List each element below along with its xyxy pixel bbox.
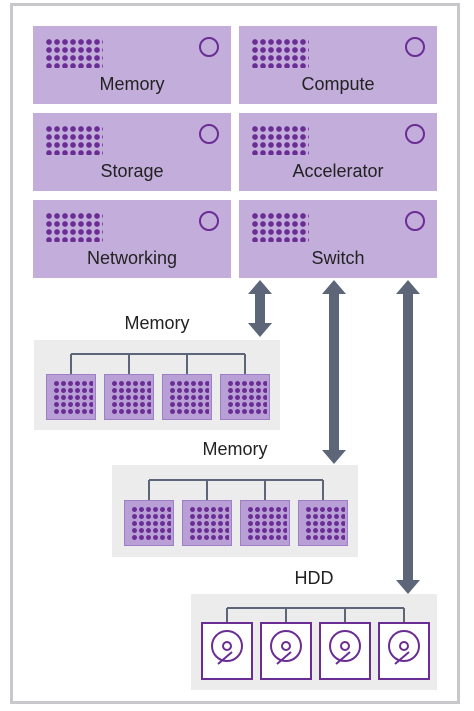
port-grid-icon bbox=[45, 125, 103, 155]
rack-label: Storage bbox=[100, 161, 164, 181]
pool-title-hdd: HDD bbox=[294, 568, 334, 588]
memory-bus-2 bbox=[148, 479, 324, 500]
rack-label: Switch bbox=[311, 248, 365, 268]
memory-module bbox=[240, 500, 290, 546]
rack-networking: Networking bbox=[33, 200, 231, 278]
pool-title-memory-1: Memory bbox=[124, 313, 190, 333]
status-ring-icon bbox=[199, 211, 219, 231]
status-ring-icon bbox=[405, 124, 425, 144]
port-grid-icon bbox=[251, 212, 309, 242]
rack-accelerator: Accelerator bbox=[239, 113, 437, 191]
rack-label: Compute bbox=[301, 74, 375, 94]
hdd-bus bbox=[226, 607, 405, 622]
rack-compute: Compute bbox=[239, 26, 437, 104]
port-grid-icon bbox=[251, 38, 309, 68]
status-ring-icon bbox=[199, 37, 219, 57]
status-ring-icon bbox=[405, 211, 425, 231]
rack-memory: Memory bbox=[33, 26, 231, 104]
arrow-switch-to-hdd bbox=[396, 280, 420, 594]
link-arrows bbox=[248, 280, 420, 594]
memory-module bbox=[298, 500, 348, 546]
port-grid-icon bbox=[251, 125, 309, 155]
rack-storage: Storage bbox=[33, 113, 231, 191]
memory-module bbox=[182, 500, 232, 546]
memory-bus-1 bbox=[70, 353, 246, 374]
arrow-switch-to-memory-1 bbox=[248, 280, 272, 337]
rack-switch: Switch bbox=[239, 200, 437, 278]
rack-label: Accelerator bbox=[292, 161, 384, 181]
status-ring-icon bbox=[405, 37, 425, 57]
memory-module bbox=[124, 500, 174, 546]
rack-label: Memory bbox=[99, 74, 165, 94]
memory-module bbox=[162, 374, 212, 420]
status-ring-icon bbox=[199, 124, 219, 144]
arrow-switch-to-memory-2 bbox=[322, 280, 346, 464]
pool-title-memory-2: Memory bbox=[202, 439, 268, 459]
port-grid-icon bbox=[45, 38, 103, 68]
memory-module bbox=[46, 374, 96, 420]
memory-module bbox=[104, 374, 154, 420]
port-grid-icon bbox=[45, 212, 103, 242]
memory-module bbox=[220, 374, 270, 420]
rack-label: Networking bbox=[86, 248, 178, 268]
disk-platters bbox=[211, 630, 420, 665]
